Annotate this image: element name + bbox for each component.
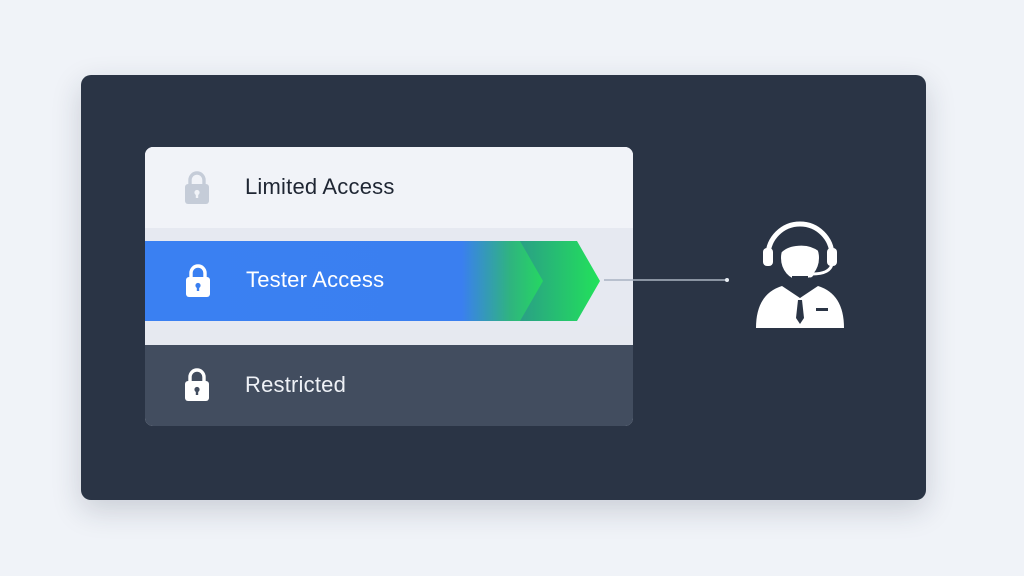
access-option-label: Restricted xyxy=(245,372,347,397)
support-agent-headset-icon xyxy=(756,221,844,328)
selected-arrow-band xyxy=(145,241,600,321)
access-option-label: Tester Access xyxy=(246,267,385,292)
access-option-tester-selected[interactable]: Tester Access xyxy=(145,241,601,321)
access-option-restricted[interactable]: Restricted xyxy=(145,345,633,426)
access-option-limited[interactable]: Limited Access xyxy=(145,147,633,228)
lock-icon xyxy=(185,368,209,401)
lock-icon xyxy=(185,171,209,204)
lock-icon xyxy=(186,264,210,297)
connector-line xyxy=(604,278,729,282)
access-option-label: Limited Access xyxy=(245,174,395,199)
